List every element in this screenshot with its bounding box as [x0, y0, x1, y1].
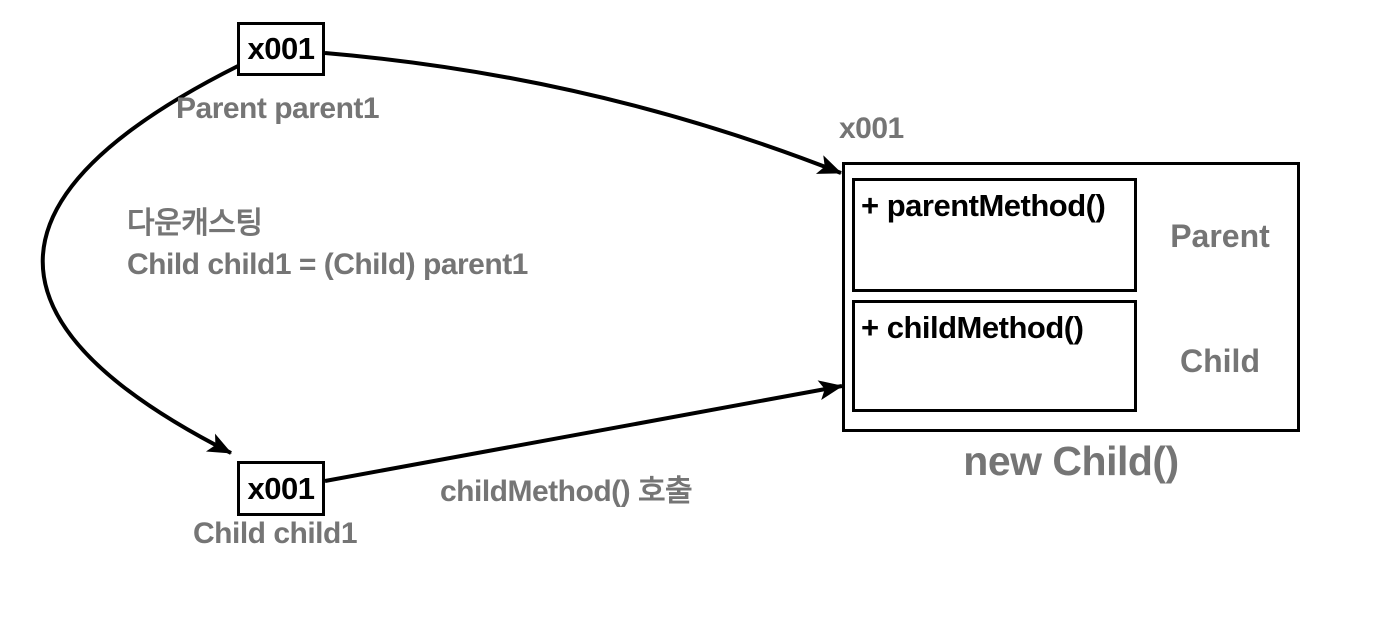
- object-caption: new Child(): [963, 438, 1179, 484]
- child-ref-box: x001: [237, 461, 325, 516]
- parent-method-box: + parentMethod(): [852, 178, 1137, 292]
- child-ref-address: x001: [247, 470, 315, 506]
- downcast-title: 다운캐스팅: [127, 207, 263, 240]
- downcast-annotation: 다운캐스팅 Child child1 = (Child) parent1: [127, 203, 528, 285]
- object-address: x001: [839, 112, 904, 145]
- parent-ref-label: Parent parent1: [176, 92, 380, 125]
- downcast-code: Child child1 = (Child) parent1: [127, 248, 528, 281]
- child-method: + childMethod(): [861, 310, 1084, 345]
- parent-class-label: Parent: [1170, 218, 1270, 254]
- parent-method: + parentMethod(): [861, 188, 1106, 223]
- parent-ref-address: x001: [247, 31, 315, 66]
- parent-ref-box: x001: [237, 22, 325, 76]
- child-method-box: + childMethod(): [852, 300, 1137, 412]
- child-ref-label: Child child1: [193, 517, 358, 550]
- call-label: childMethod() 호출: [440, 475, 693, 508]
- child-class-label: Child: [1180, 343, 1260, 379]
- arrow-parent1-to-object-icon: [324, 51, 842, 175]
- arrow-childmethod-call-icon: [324, 380, 843, 483]
- arrow-downcast-parent1-to-child1-icon: [40, 64, 239, 455]
